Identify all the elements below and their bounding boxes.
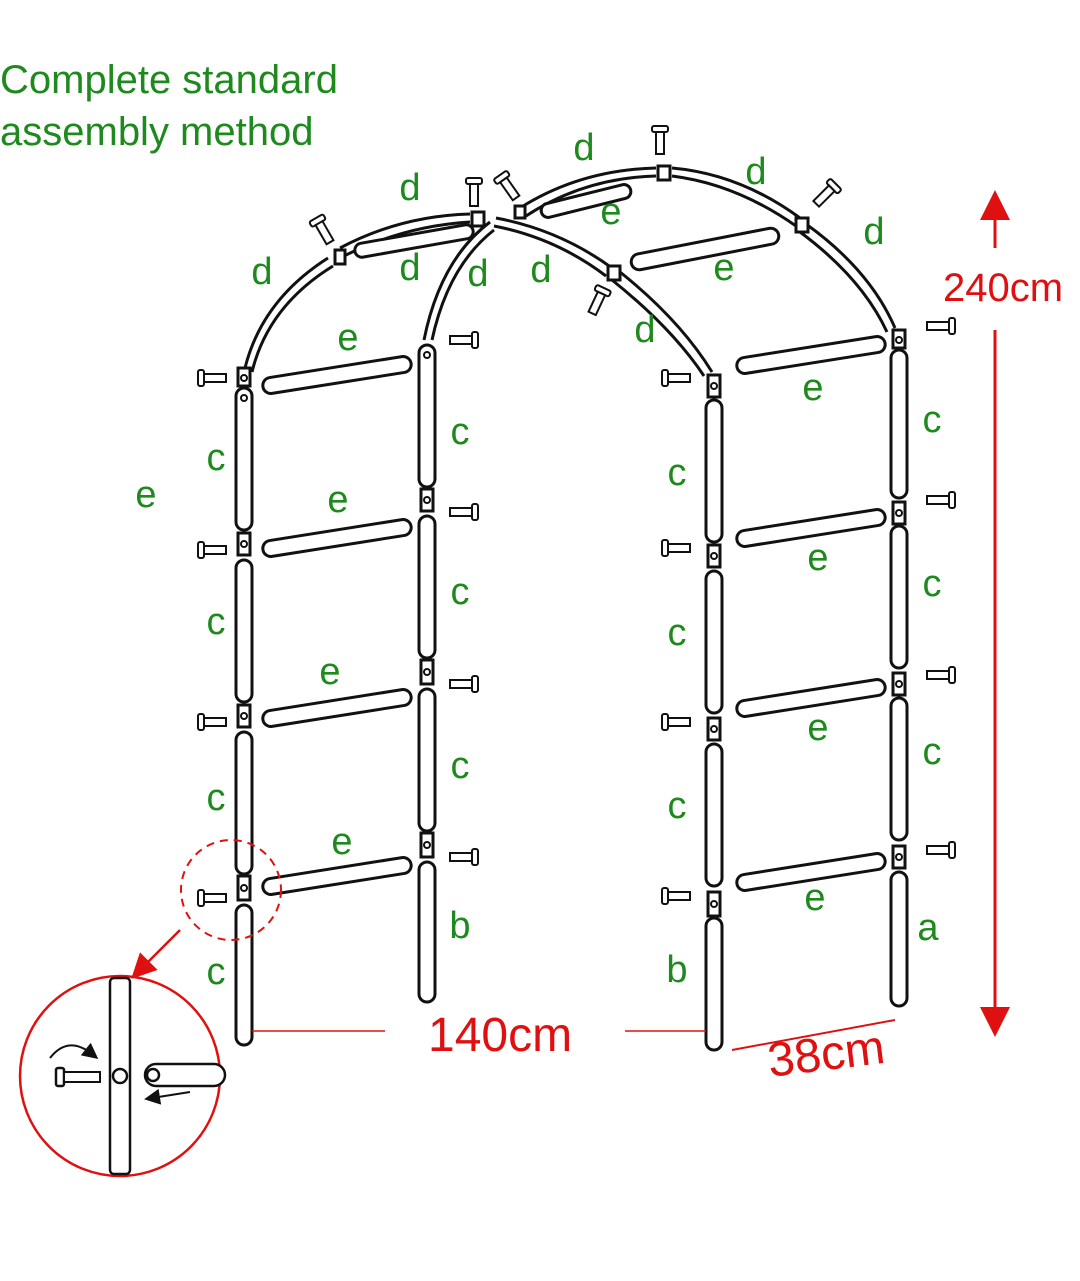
part-label-e: e <box>807 707 829 749</box>
part-label-a: b <box>666 949 688 991</box>
part-label-e: e <box>331 821 353 863</box>
part-label-e: e <box>802 367 824 409</box>
part-label-d: d <box>399 167 421 209</box>
part-label-d: d <box>467 253 489 295</box>
part-label-c: c <box>450 571 470 613</box>
part-label-c: c <box>922 399 942 441</box>
right-rear-post <box>889 328 909 1008</box>
part-label-e: e <box>804 877 826 919</box>
part-label-c: e <box>135 474 157 516</box>
part-label-b: b <box>449 905 471 947</box>
zoom-detail-arrows <box>49 1042 191 1105</box>
connector-holes <box>240 336 903 908</box>
right-arch <box>513 164 897 333</box>
part-label-c: c <box>206 437 226 479</box>
part-label-c: c <box>667 785 687 827</box>
part-label-d: d <box>745 151 767 193</box>
part-label-d: d <box>251 251 273 293</box>
part-label-c: c <box>922 563 942 605</box>
zoom-detail-parts <box>54 976 227 1176</box>
left-rear-arch <box>422 216 714 377</box>
part-label-c: c <box>206 601 226 643</box>
part-label-e: e <box>600 191 622 233</box>
part-label-d: d <box>634 309 656 351</box>
part-label-d: d <box>530 249 552 291</box>
part-label-b: c <box>206 951 226 993</box>
right-front-post <box>704 373 724 1052</box>
part-label-e: e <box>713 247 735 289</box>
part-label-e: e <box>319 651 341 693</box>
part-label-c: c <box>922 731 942 773</box>
height-label: 240cm <box>943 266 1064 310</box>
part-label-c: c <box>450 745 470 787</box>
crossbars <box>261 183 887 896</box>
part-label-e: e <box>337 317 359 359</box>
part-label-d: d <box>863 211 885 253</box>
part-label-c: c <box>206 777 226 819</box>
left-rear-post <box>417 343 437 1004</box>
part-label-c: c <box>667 612 687 654</box>
title-line-2: assembly method <box>0 110 314 154</box>
part-label-e: d <box>399 247 421 289</box>
screws <box>197 125 956 907</box>
title-line-1: Complete standard <box>0 58 338 102</box>
part-label-a: a <box>917 907 939 949</box>
part-label-d: d <box>573 127 595 169</box>
left-front-post <box>234 366 254 1047</box>
part-label-e: e <box>807 537 829 579</box>
part-label-c: c <box>450 411 470 453</box>
depth-dimension-line <box>731 1019 896 1051</box>
part-label-e: e <box>327 479 349 521</box>
width-label: 140cm <box>428 1009 573 1062</box>
part-label-c: c <box>667 452 687 494</box>
